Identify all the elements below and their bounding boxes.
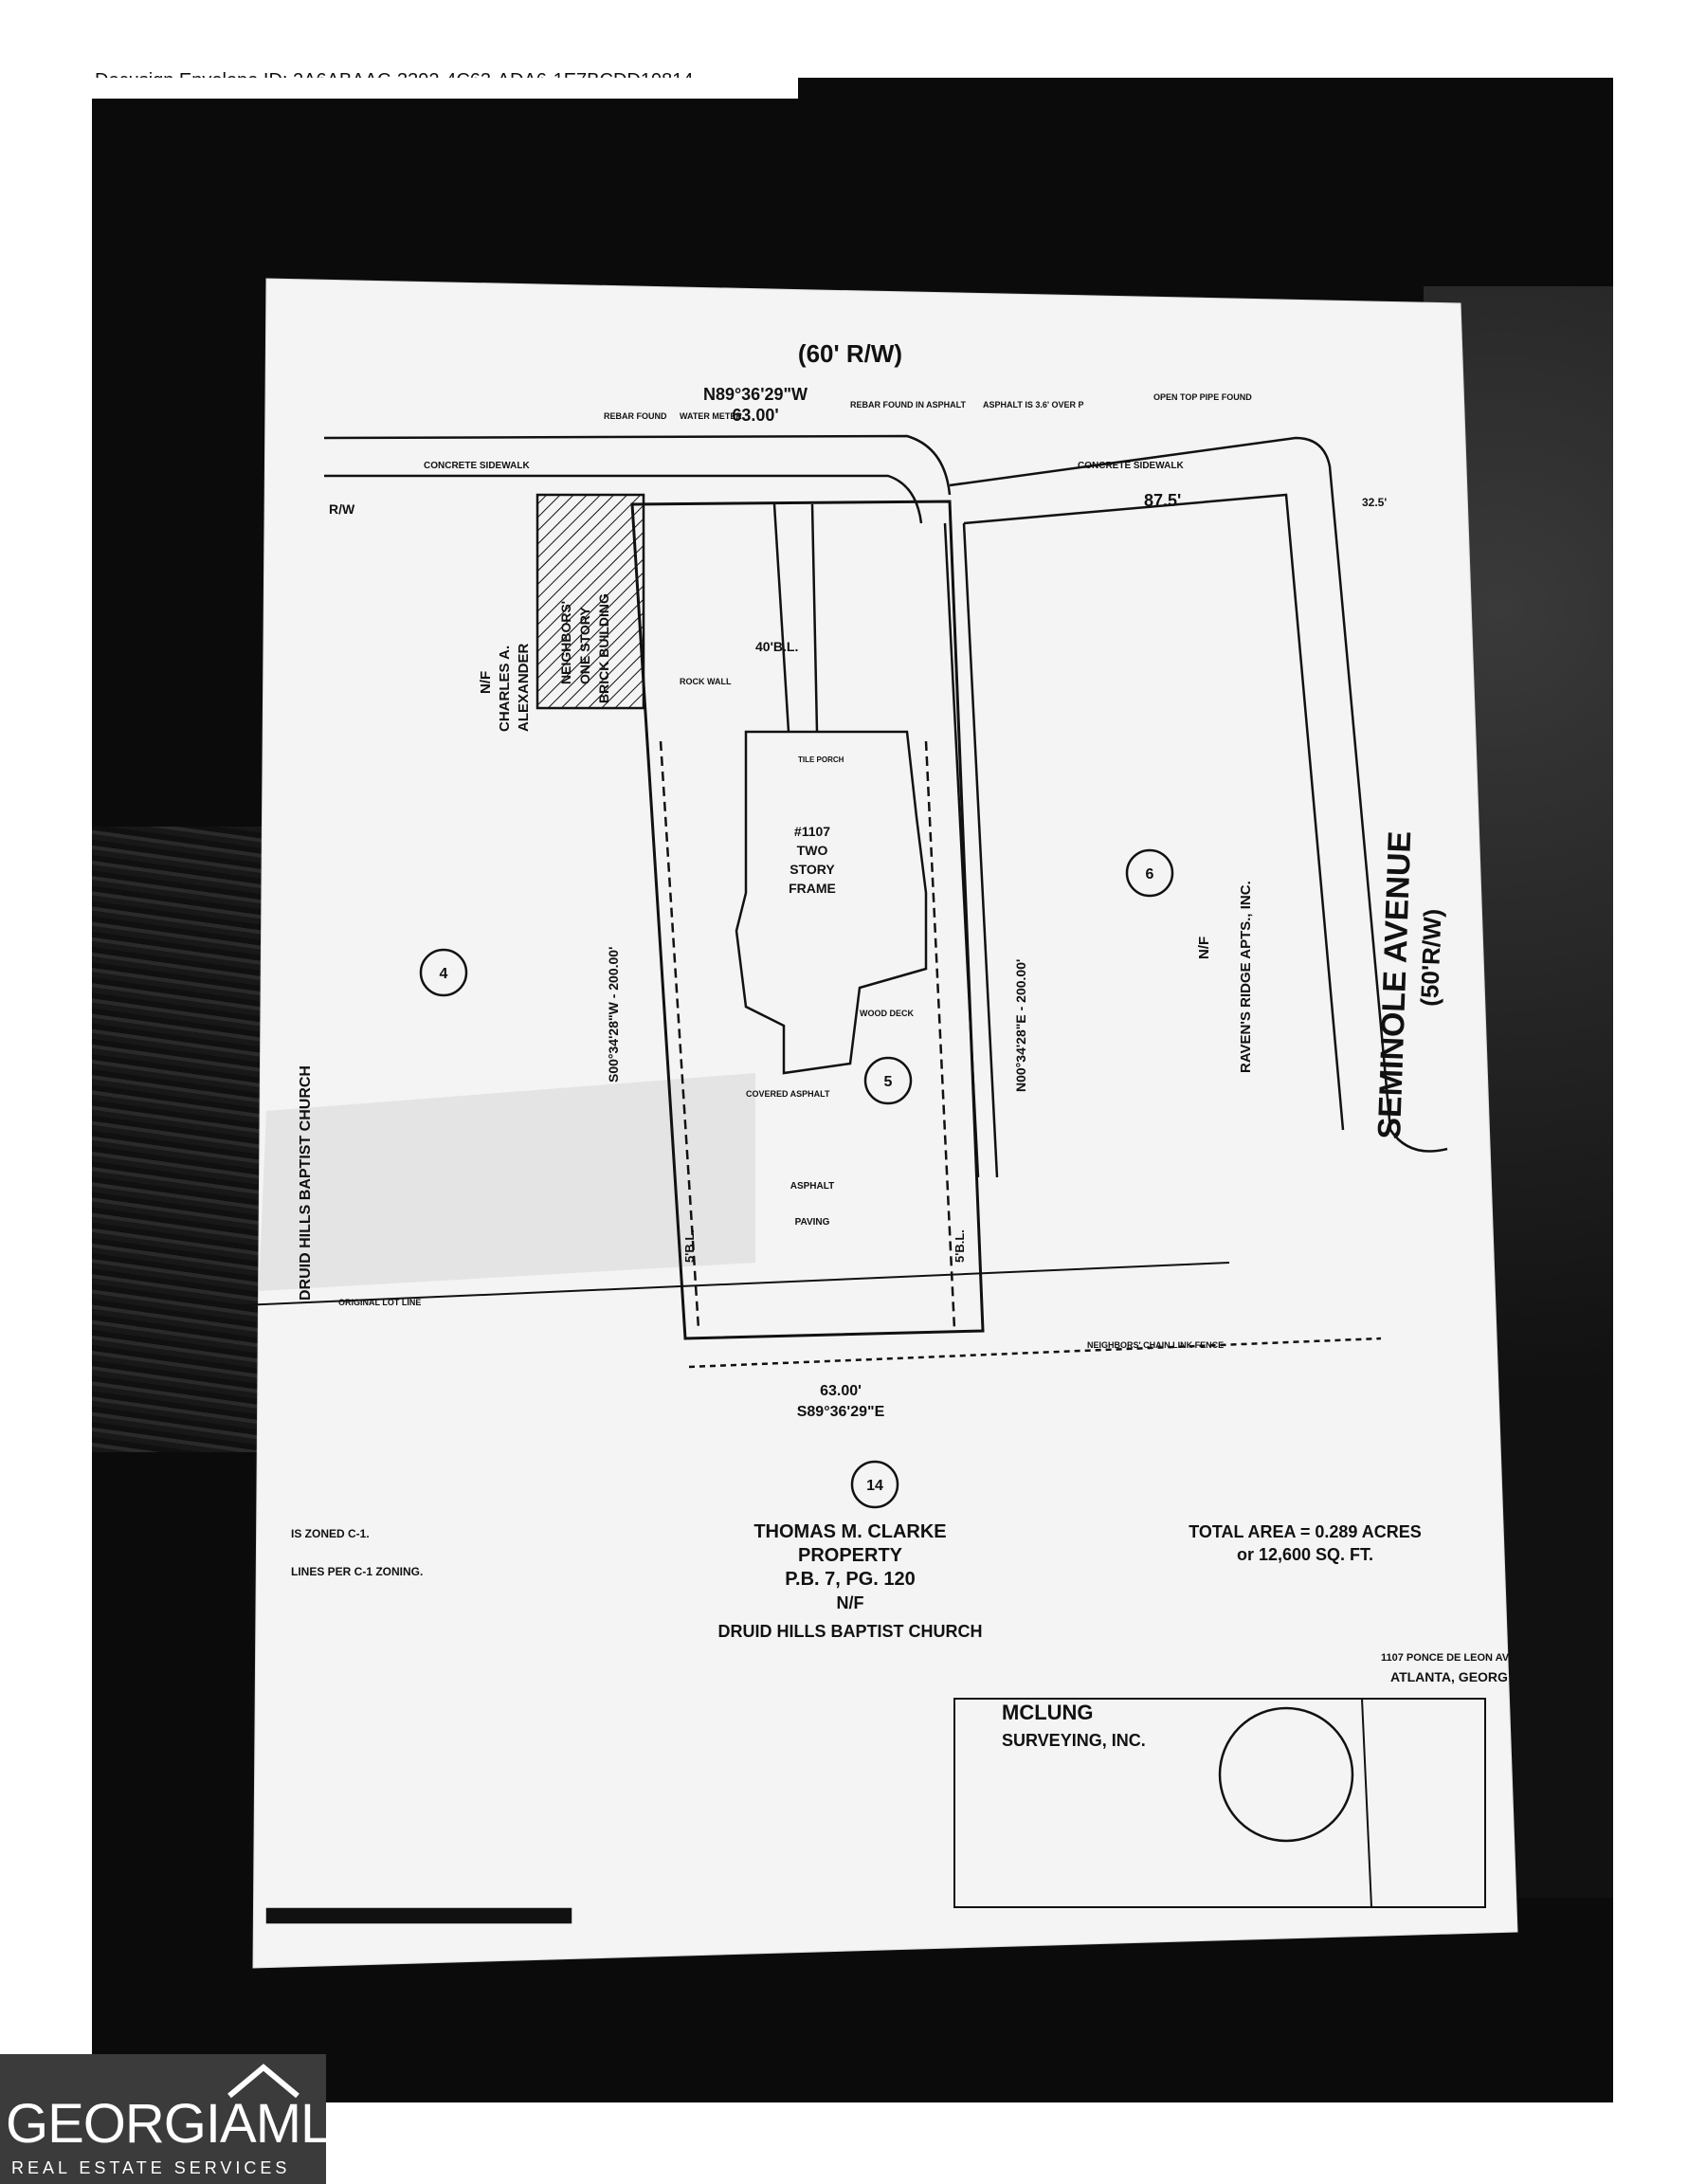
rw-label: R/W (329, 501, 355, 517)
neighbor-bldg-3: BRICK BUILDING (596, 593, 611, 703)
church-west: DRUID HILLS BAPTIST CHURCH (298, 1065, 314, 1301)
company-2: SURVEYING, INC. (1002, 1731, 1146, 1750)
setback-east (924, 740, 956, 1330)
concrete-sidewalk-label: CONCRETE SIDEWALK (424, 461, 530, 471)
logo-sub: REAL ESTATE SERVICES (11, 2158, 291, 2177)
concrete-wall-1 (943, 522, 980, 1178)
setback-front: 40'B.L. (755, 639, 798, 654)
asphalt-2: PAVING (795, 1217, 830, 1228)
neighbor-building (535, 493, 645, 710)
neighbor-west-1: N/F (478, 671, 494, 694)
south-dist: 63.00' (820, 1383, 862, 1399)
seminole-edge (1389, 1129, 1448, 1153)
sidewalk-right-inner (963, 493, 1345, 1131)
logo-word: GEORGIAMLS (6, 2093, 367, 2155)
neighbor-west-3: ALEXANDER (516, 643, 532, 732)
house-4: FRAME (789, 881, 836, 896)
georgia-mls-logo: GEORGIAMLS REAL ESTATE SERVICES (0, 2054, 367, 2184)
concrete-sidewalk-label-2: CONCRETE SIDEWALK (1078, 461, 1184, 471)
title-block (953, 1698, 1486, 1908)
neighbor-west-2: CHARLES A. (497, 646, 513, 732)
surveyor-seal (1218, 1706, 1354, 1843)
rebar-asphalt-label: REBAR FOUND IN ASPHALT (850, 400, 966, 410)
house-roof-icon (227, 2064, 299, 2099)
owner-1: THOMAS M. CLARKE (753, 1521, 946, 1542)
house-1: #1107 (794, 824, 830, 839)
survey-plat: (60' R/W) N89°36'29"W 63.00' CONCRETE SI… (241, 278, 1518, 1969)
rock-wall: ROCK WALL (680, 677, 732, 686)
north-dist: 63.00' (732, 406, 778, 425)
street-rw: (50'R/W) (1415, 908, 1447, 1007)
owner-3: P.B. 7, PG. 120 (785, 1569, 916, 1590)
west-bearing: S00°34'28"W - 200.00' (606, 947, 621, 1083)
title-block-divider (1361, 1698, 1372, 1908)
house-3: STORY (790, 862, 835, 877)
house-2: TWO (797, 843, 828, 858)
company-1: MCLUNG (1002, 1701, 1094, 1724)
sidewalk-right (949, 436, 1392, 1131)
chain-fence (688, 1337, 1382, 1369)
address-2: ATLANTA, GEORG (1390, 1669, 1508, 1684)
top-road: (60' R/W) (798, 339, 902, 368)
water-meter-label: WATER METER (680, 411, 742, 421)
lot-circle-6 (1125, 848, 1174, 898)
concrete-wall-2 (962, 522, 999, 1178)
lot-circle-4 (419, 948, 468, 997)
tile-porch: TILE PORCH (798, 755, 844, 764)
total-area-2: or 12,600 SQ. FT. (1237, 1545, 1373, 1564)
envelope-header-strip (92, 78, 798, 99)
east-bearing: N00°34'28"E - 200.00' (1013, 959, 1028, 1092)
zoning-1: IS ZONED C-1. (291, 1527, 370, 1540)
lot-14: 14 (866, 1478, 883, 1494)
setback-side-e: 5'B.L. (953, 1229, 967, 1263)
paper-shadow (259, 1073, 755, 1291)
chain-fence-label: NEIGHBORS' CHAIN LINK FENCE (1087, 1340, 1224, 1350)
covered-asphalt: COVERED ASPHALT (746, 1089, 830, 1099)
asphalt-1: ASPHALT (790, 1181, 834, 1192)
open-pipe-label: OPEN TOP PIPE FOUND (1153, 392, 1252, 402)
original-lot-line (241, 1262, 1230, 1306)
setback-side-w: 5'B.L. (682, 1229, 697, 1263)
neighbor-east-2: RAVEN'S RIDGE APTS., INC. (1238, 881, 1254, 1073)
rebar-found-label: REBAR FOUND (604, 411, 667, 421)
lot-6: 6 (1146, 866, 1154, 883)
lot-5: 5 (884, 1074, 893, 1090)
original-lot-line-label: ORIGINAL LOT LINE (338, 1298, 421, 1307)
wood-deck: WOOD DECK (860, 1009, 914, 1018)
sidewalk-top (323, 434, 952, 496)
owner-5: DRUID HILLS BAPTIST CHURCH (718, 1622, 983, 1641)
concrete-walk-right (810, 503, 819, 733)
setback-west (659, 740, 700, 1330)
lot-circle-14 (850, 1460, 899, 1509)
sidewalk-top-inner (324, 474, 923, 524)
neighbor-bldg-2: ONE STORY (577, 607, 592, 684)
north-bearing: N89°36'29"W (703, 385, 808, 404)
total-area-1: TOTAL AREA = 0.289 ACRES (1189, 1522, 1422, 1541)
lot-boundary (630, 500, 985, 1340)
house-outline (735, 730, 928, 1075)
neighbor-east-1: N/F (1196, 937, 1212, 959)
south-bearing: S89°36'29"E (797, 1404, 885, 1420)
lot-4: 4 (440, 966, 448, 982)
asphalt-over-label: ASPHALT IS 3.6' OVER P (983, 400, 1084, 410)
concrete-walk-left (772, 503, 790, 733)
owner-2: PROPERTY (798, 1545, 903, 1566)
corner-small: 32.5' (1362, 496, 1387, 509)
owner-4: N/F (837, 1593, 864, 1612)
survey-photo: (60' R/W) N89°36'29"W 63.00' CONCRETE SI… (92, 78, 1613, 2102)
lot-circle-5 (863, 1056, 913, 1105)
neighbor-bldg-1: NEIGHBORS' (558, 601, 573, 684)
address-1: 1107 PONCE DE LEON AVE (1381, 1652, 1516, 1664)
zoning-2: LINES PER C-1 ZONING. (291, 1565, 423, 1578)
scale-bar (265, 1907, 572, 1924)
corner-dist: 87.5' (1144, 491, 1181, 510)
